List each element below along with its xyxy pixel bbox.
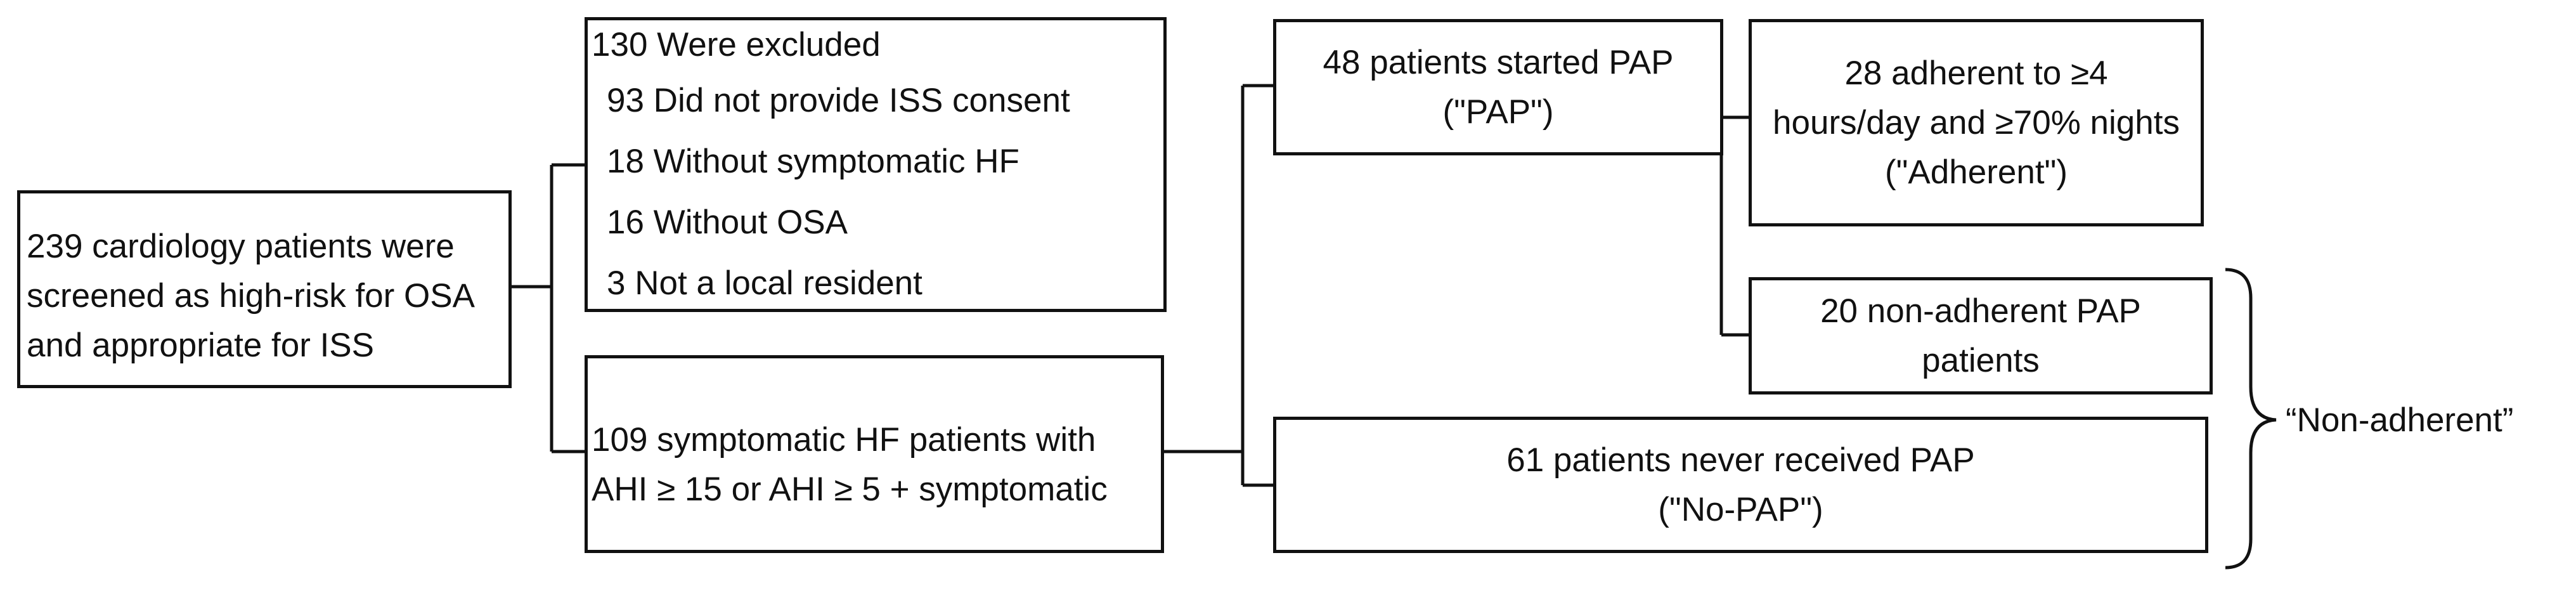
screened-line-3: and appropriate for ISS [27, 327, 375, 364]
included-patients-box: 109 symptomatic HF patients with AHI ≥ 1… [585, 355, 1164, 553]
non-adherent-pap-box: 20 non-adherent PAP patients [1749, 277, 2213, 394]
adherent-line-2: hours/day and ≥70% nights [1773, 103, 2180, 141]
excluded-title: 130 Were excluded [592, 26, 881, 63]
excluded-item-consent: 93 Did not provide ISS consent [607, 82, 1070, 119]
screened-patients-box: 239 cardiology patients were screened as… [17, 190, 512, 388]
started-pap-line-1: 48 patients started PAP [1323, 43, 1674, 81]
non-adherent-line-1: 20 non-adherent PAP [1820, 292, 2141, 330]
screened-line-2: screened as high-risk for OSA [27, 277, 475, 315]
included-line-2: AHI ≥ 15 or AHI ≥ 5 + symptomatic [592, 471, 1108, 508]
excluded-item-osa: 16 Without OSA [607, 204, 848, 241]
non-adherent-group-label: “Non-adherent” [2286, 401, 2514, 439]
excluded-item-resident: 3 Not a local resident [607, 264, 922, 302]
adherent-line-1: 28 adherent to ≥4 [1844, 54, 2108, 92]
started-pap-box: 48 patients started PAP ("PAP") [1273, 19, 1723, 155]
no-pap-line-1: 61 patients never received PAP [1506, 441, 1975, 479]
non-adherent-line-2: patients [1922, 341, 2040, 379]
started-pap-line-2: ("PAP") [1442, 93, 1554, 131]
adherent-line-3: ("Adherent") [1884, 153, 2068, 191]
excluded-box: 130 Were excluded 93 Did not provide ISS… [585, 17, 1167, 312]
screened-line-1: 239 cardiology patients were [27, 228, 455, 265]
no-pap-line-2: ("No-PAP") [1658, 490, 1823, 528]
adherent-box: 28 adherent to ≥4 hours/day and ≥70% nig… [1749, 19, 2204, 226]
included-line-1: 109 symptomatic HF patients with [592, 421, 1096, 459]
no-pap-box: 61 patients never received PAP ("No-PAP"… [1273, 417, 2208, 553]
excluded-item-hf: 18 Without symptomatic HF [607, 143, 1019, 180]
brace-non-adherent [2225, 268, 2277, 570]
